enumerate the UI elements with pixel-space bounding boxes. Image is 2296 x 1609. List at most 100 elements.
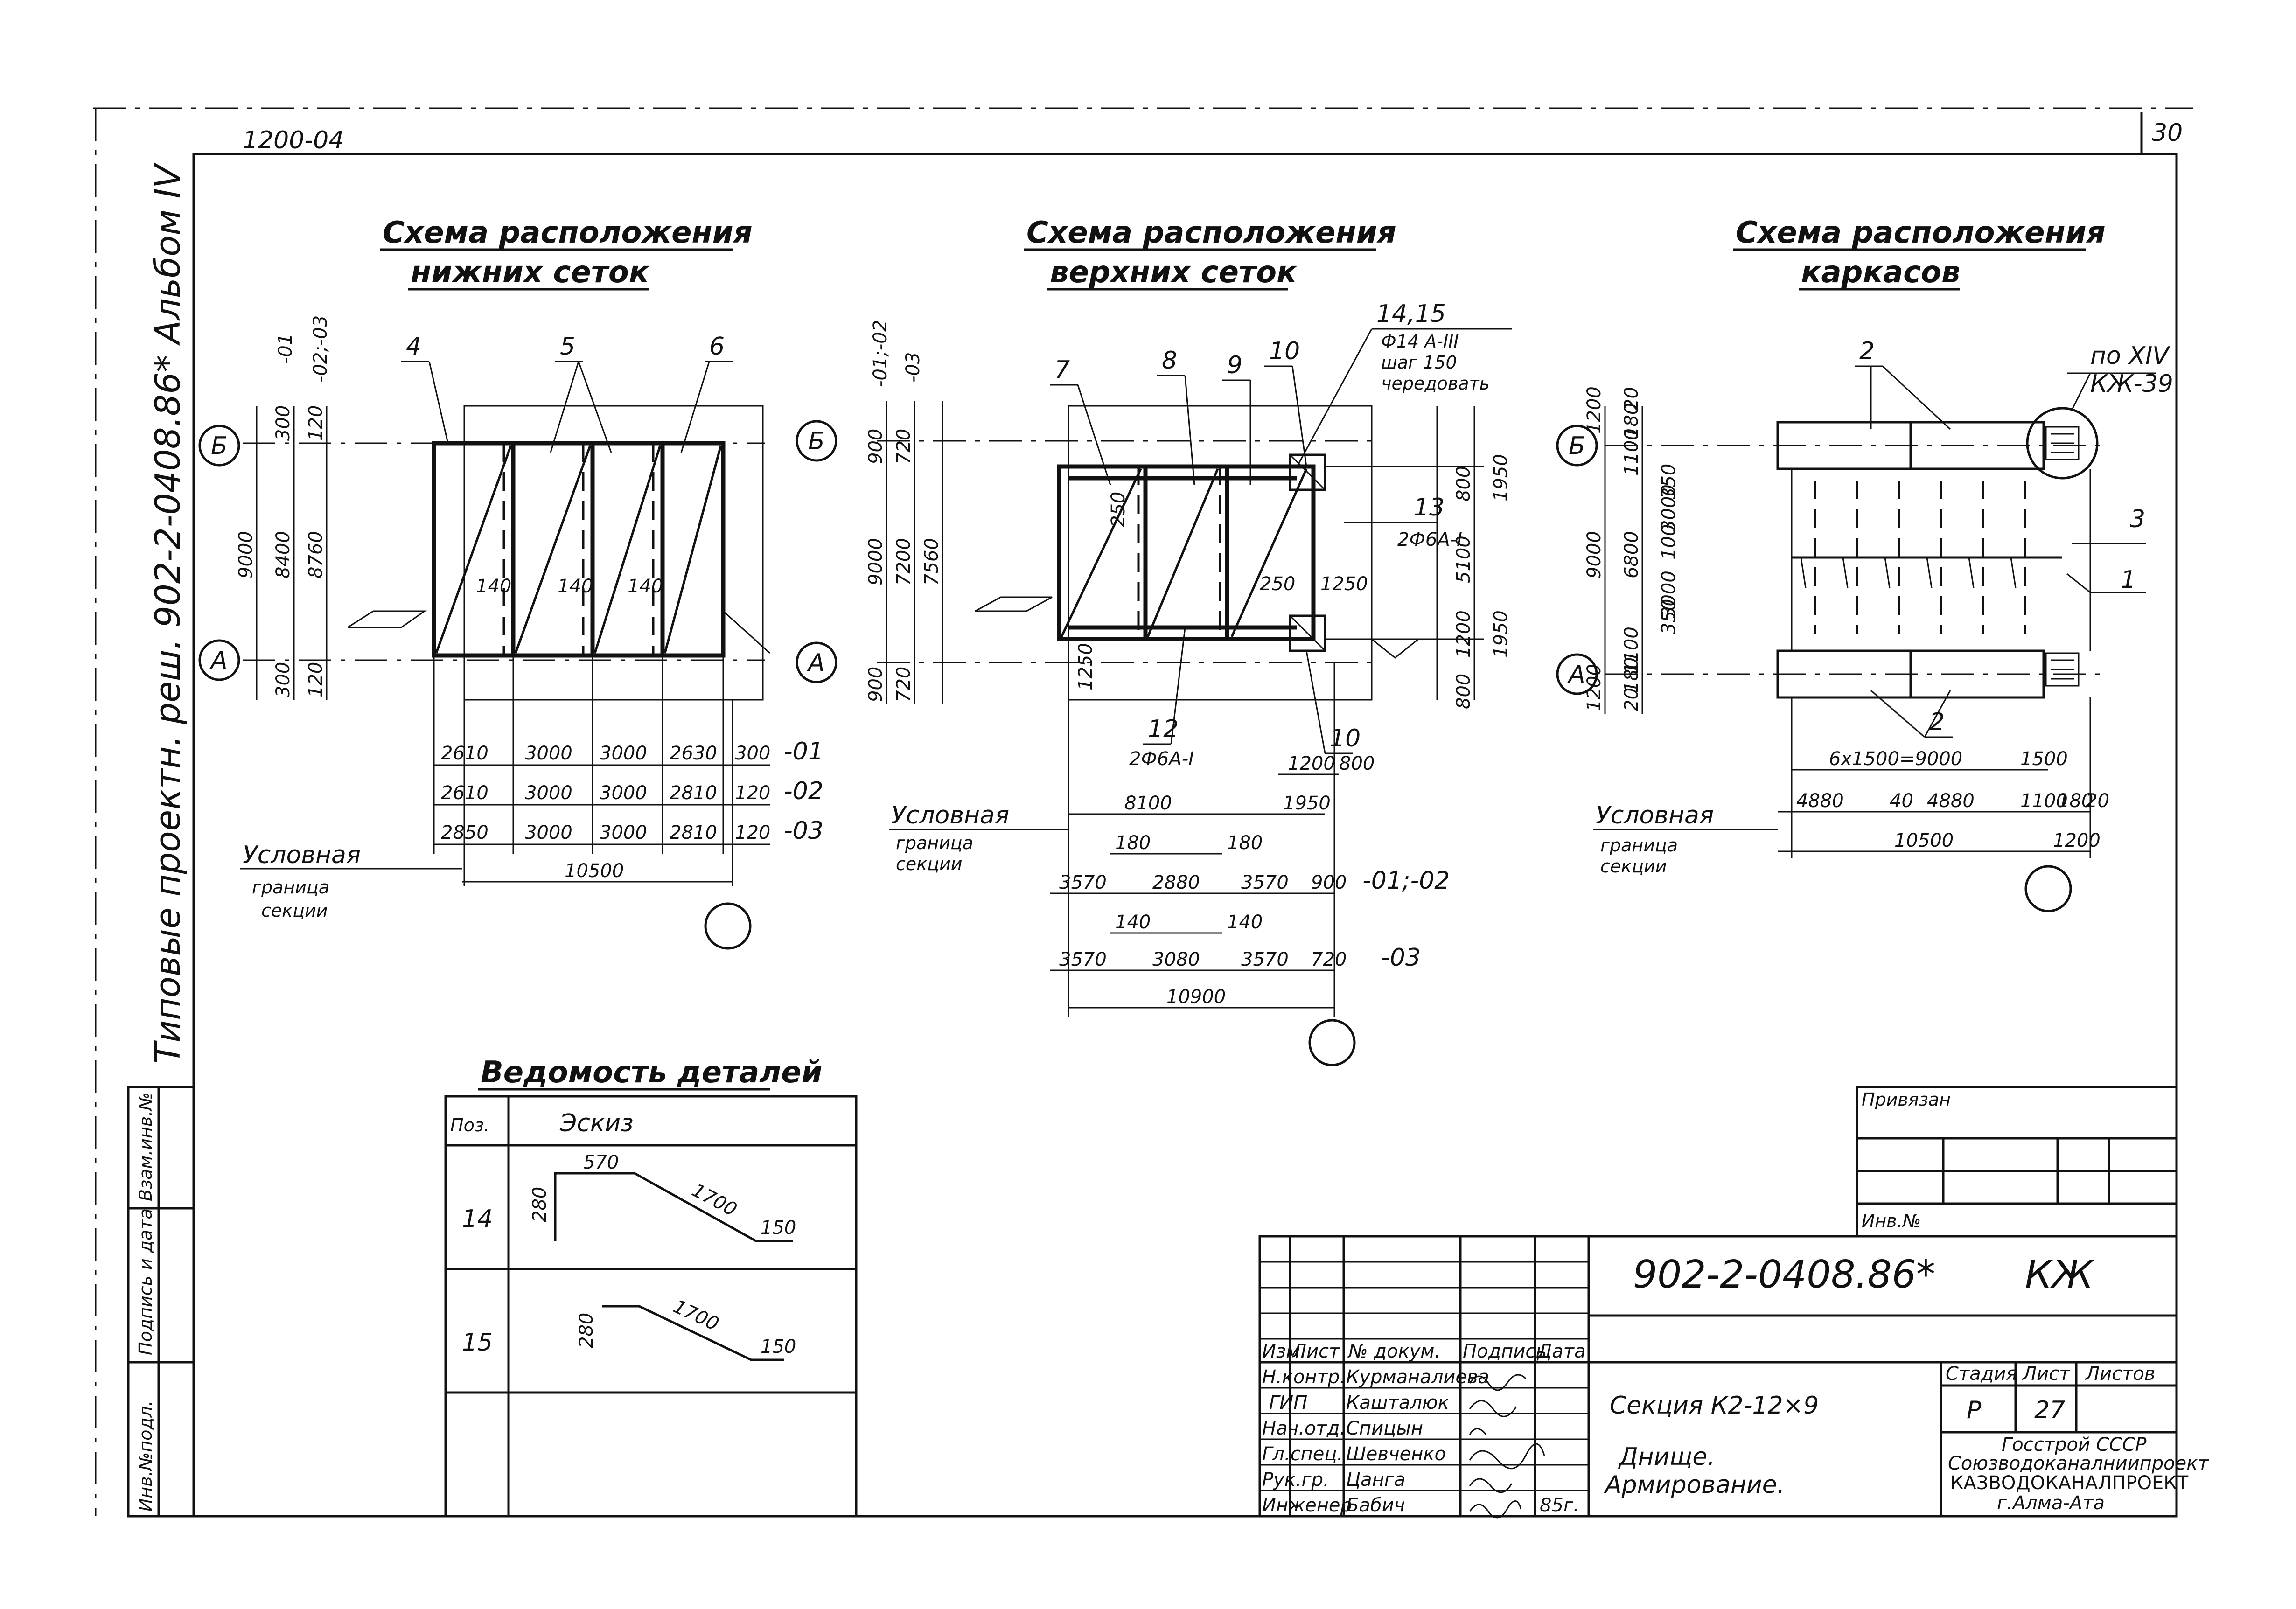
scheme-upper-title-1: Схема расположения bbox=[1026, 216, 1396, 250]
svg-text:300: 300 bbox=[735, 743, 770, 764]
bound-label: Привязан bbox=[1862, 1089, 1951, 1110]
svg-text:№ докум.: № докум. bbox=[1347, 1341, 1440, 1362]
svg-text:-03: -03 bbox=[902, 352, 924, 383]
svg-text:1250: 1250 bbox=[1320, 573, 1368, 595]
svg-text:КЖ-39: КЖ-39 bbox=[2090, 370, 2173, 398]
drawing-frame bbox=[192, 153, 2178, 1518]
axis-a-label: А bbox=[209, 647, 228, 675]
svg-text:Р: Р bbox=[1967, 1396, 1982, 1424]
svg-text:1100: 1100 bbox=[2020, 790, 2068, 812]
svg-text:300: 300 bbox=[272, 405, 294, 441]
details-title: Ведомость деталей bbox=[481, 1055, 822, 1090]
svg-text:3570: 3570 bbox=[1241, 872, 1289, 893]
scheme-lower-title-2: нижних сеток bbox=[411, 255, 650, 290]
callout-5: 5 bbox=[560, 333, 575, 361]
svg-text:13: 13 bbox=[1414, 494, 1445, 522]
section-name: Секция К2-12×9 bbox=[1610, 1392, 1819, 1420]
scheme-frames-title-1: Схема расположения bbox=[1736, 216, 2106, 250]
svg-text:8760: 8760 bbox=[305, 531, 327, 578]
svg-text:8100: 8100 bbox=[1124, 793, 1172, 814]
svg-text:шаг 150: шаг 150 bbox=[1381, 352, 1457, 373]
svg-text:-03: -03 bbox=[1381, 944, 1421, 972]
side-stamp-inv: Инв.№подл. bbox=[135, 1400, 156, 1511]
details-table: Ведомость деталей Поз. Эскиз 14 570 1700… bbox=[444, 1055, 858, 1518]
svg-text:3000: 3000 bbox=[1658, 571, 1680, 618]
svg-text:А: А bbox=[1567, 661, 1585, 689]
svg-text:1950: 1950 bbox=[1283, 793, 1331, 814]
scheme-lower-title-1: Схема расположения bbox=[383, 216, 753, 250]
svg-text:1700: 1700 bbox=[688, 1179, 740, 1220]
svg-text:3000: 3000 bbox=[600, 822, 647, 843]
svg-text:Лист: Лист bbox=[1291, 1341, 1340, 1362]
lower-tag-01: -01 bbox=[275, 334, 296, 364]
svg-text:1950: 1950 bbox=[1490, 454, 1512, 502]
svg-text:350: 350 bbox=[1658, 464, 1680, 499]
svg-text:720: 720 bbox=[893, 667, 914, 702]
svg-text:Н.контр.: Н.контр. bbox=[1262, 1366, 1346, 1388]
svg-text:9000: 9000 bbox=[1584, 531, 1605, 578]
callout-4: 4 bbox=[406, 333, 421, 361]
svg-text:1700: 1700 bbox=[670, 1296, 722, 1335]
svg-text:1200: 1200 bbox=[1453, 610, 1474, 658]
svg-text:-02: -02 bbox=[784, 777, 823, 805]
svg-text:Рук.гр.: Рук.гр. bbox=[1262, 1469, 1329, 1491]
svg-text:180: 180 bbox=[1621, 657, 1642, 693]
svg-text:150: 150 bbox=[761, 1217, 796, 1239]
svg-text:20: 20 bbox=[1621, 688, 1642, 711]
svg-text:2810: 2810 bbox=[670, 782, 717, 804]
svg-text:900: 900 bbox=[865, 667, 886, 702]
svg-text:Гл.спец.: Гл.спец. bbox=[1262, 1443, 1343, 1465]
svg-text:6x1500=9000: 6x1500=9000 bbox=[1829, 748, 1962, 770]
svg-text:140: 140 bbox=[558, 576, 593, 597]
axis-b-marker bbox=[198, 425, 240, 467]
svg-text:3000: 3000 bbox=[1658, 484, 1680, 532]
svg-text:граница: граница bbox=[896, 833, 973, 853]
col-sketch: Эскиз bbox=[559, 1109, 634, 1137]
svg-text:Лист: Лист bbox=[2022, 1363, 2071, 1385]
svg-text:КАЗВОДОКАНАЛПРОЕКТ: КАЗВОДОКАНАЛПРОЕКТ bbox=[1950, 1472, 2189, 1494]
svg-text:2Ф6А-I: 2Ф6А-I bbox=[1397, 529, 1462, 550]
svg-text:40: 40 bbox=[1890, 790, 1913, 812]
lower-tag-0203: -02;-03 bbox=[310, 315, 331, 383]
svg-text:3000: 3000 bbox=[525, 782, 572, 804]
signature-5 bbox=[1469, 1478, 1513, 1493]
subject-2: Армирование. bbox=[1604, 1471, 1785, 1499]
svg-text:2Ф6А-I: 2Ф6А-I bbox=[1129, 748, 1194, 770]
section-marker-1 bbox=[704, 902, 752, 950]
svg-text:180: 180 bbox=[1621, 403, 1642, 439]
svg-text:3570: 3570 bbox=[1241, 949, 1289, 970]
svg-text:1100: 1100 bbox=[1621, 627, 1642, 674]
svg-text:г.Алма-Ата: г.Алма-Ата bbox=[1997, 1492, 2105, 1514]
section-marker-3 bbox=[2024, 865, 2072, 912]
scheme-frames-title-2: каркасов bbox=[1801, 255, 1960, 290]
svg-text:8400: 8400 bbox=[272, 531, 294, 578]
svg-text:14,15: 14,15 bbox=[1376, 300, 1446, 328]
svg-text:720: 720 bbox=[1311, 949, 1347, 970]
svg-text:2610: 2610 bbox=[441, 782, 489, 804]
svg-text:7560: 7560 bbox=[921, 538, 942, 585]
svg-text:Условная: Условная bbox=[243, 841, 361, 869]
svg-text:570: 570 bbox=[583, 1152, 619, 1173]
svg-text:Изм.: Изм. bbox=[1262, 1341, 1306, 1362]
svg-text:Б: Б bbox=[808, 427, 825, 455]
svg-text:3000: 3000 bbox=[600, 782, 647, 804]
svg-text:Бабич: Бабич bbox=[1346, 1495, 1405, 1516]
callout-6: 6 bbox=[709, 333, 725, 361]
svg-text:140: 140 bbox=[628, 576, 663, 597]
svg-text:2610: 2610 bbox=[441, 743, 489, 764]
svg-text:27: 27 bbox=[2034, 1396, 2065, 1424]
signature-1 bbox=[1469, 1374, 1527, 1391]
svg-text:Ф14 А-III: Ф14 А-III bbox=[1381, 331, 1459, 352]
lower-overall: 10500 bbox=[565, 860, 624, 882]
title-block: Изм. Лист № докум. Подпись Дата Н.контр.… bbox=[1258, 1235, 2209, 1519]
svg-text:Курманалиева: Курманалиева bbox=[1346, 1366, 1489, 1388]
svg-text:Цанга: Цанга bbox=[1346, 1469, 1405, 1491]
signature-2 bbox=[1469, 1400, 1517, 1417]
svg-text:4880: 4880 bbox=[1796, 790, 1844, 812]
svg-text:120: 120 bbox=[305, 662, 327, 697]
signature-3 bbox=[1469, 1428, 1487, 1435]
svg-text:Условная: Условная bbox=[1596, 801, 1714, 829]
svg-text:2630: 2630 bbox=[670, 743, 717, 764]
svg-text:10: 10 bbox=[1269, 337, 1300, 365]
scheme-upper-meshes: Схема расположения верхних сеток Б А 7 8 bbox=[796, 216, 1512, 1066]
